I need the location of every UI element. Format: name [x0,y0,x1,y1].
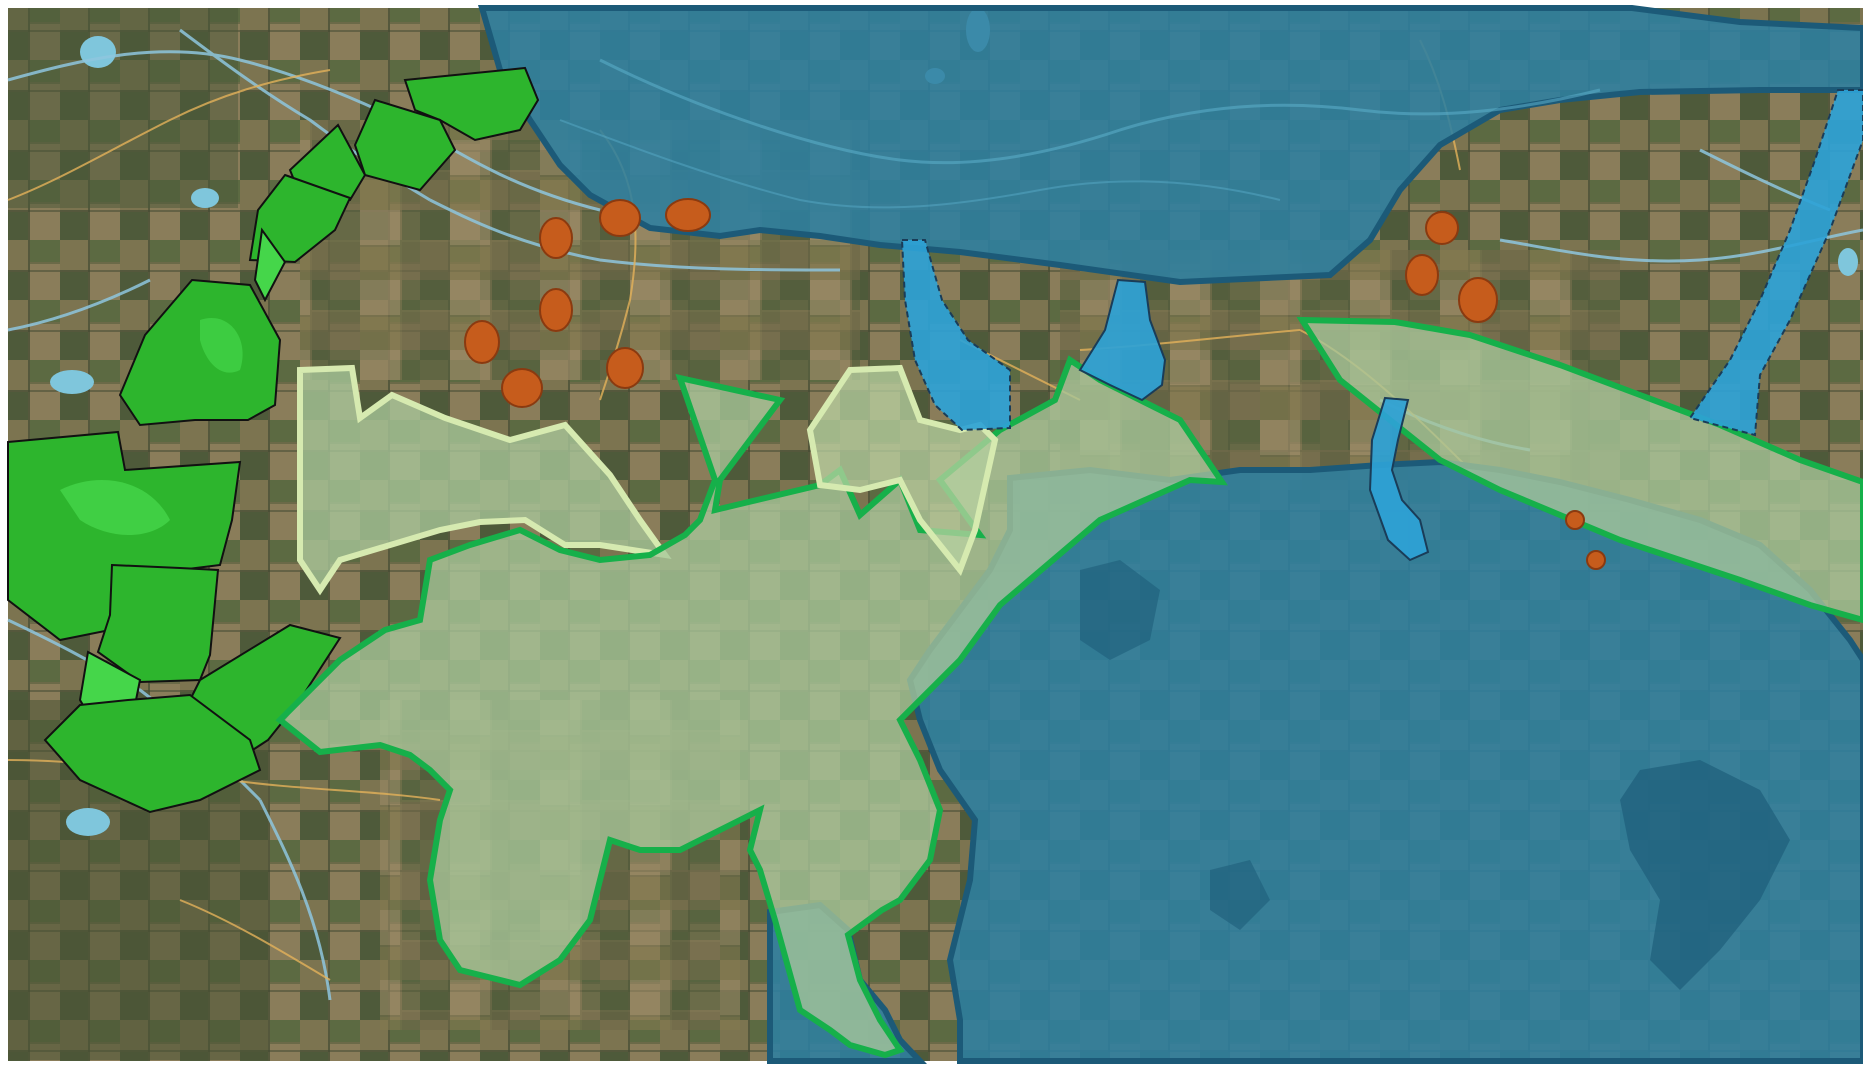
stream-corridor[interactable] [1688,89,1863,437]
site-marker[interactable] [539,217,573,259]
habitat-zone-central[interactable] [275,355,1228,1059]
lake [80,36,116,68]
lake [50,370,94,394]
habitat-zone-east-band[interactable] [1296,316,1863,624]
forest-light-area [60,480,170,535]
stream-corridors[interactable] [900,89,1863,562]
site-marker[interactable] [501,368,543,408]
site-marker[interactable] [599,199,641,237]
stream-corridor[interactable] [1078,278,1167,402]
forest-patch[interactable] [403,66,540,142]
site-marker[interactable] [539,288,573,332]
site-marker[interactable] [1405,254,1439,296]
lake [191,188,219,208]
northern-water-sheen [599,58,1601,165]
site-marker[interactable] [464,320,500,364]
forest-patches[interactable] [7,66,540,814]
site-markers[interactable] [464,198,1606,570]
stream-corridor[interactable] [900,239,1011,432]
stream-corridor[interactable] [1368,396,1430,562]
site-marker[interactable] [1565,510,1585,530]
site-marker[interactable] [606,347,644,389]
forest-patch[interactable] [353,98,457,192]
site-marker[interactable] [1586,550,1606,570]
forest-light-area [200,318,243,373]
habitat-zone-northwest[interactable] [297,364,672,596]
northern-water-sheen [559,119,1281,209]
forest-patch[interactable] [253,227,287,303]
lake [1838,248,1858,276]
habitat-zones[interactable] [275,316,1863,1059]
site-marker[interactable] [1458,277,1498,323]
forest-patch[interactable] [96,563,220,684]
site-marker[interactable] [1425,211,1459,245]
forest-patch[interactable] [43,693,262,814]
southern-water-island [1210,860,1270,930]
southern-water-island [1620,760,1790,990]
forest-patch[interactable] [248,173,352,264]
habitat-zone-central-inner[interactable] [806,364,999,576]
southern-water-island [1080,560,1160,660]
site-marker[interactable] [665,198,711,232]
lake [66,808,110,836]
forest-patch[interactable] [118,278,282,427]
forest-patch[interactable] [7,430,242,642]
